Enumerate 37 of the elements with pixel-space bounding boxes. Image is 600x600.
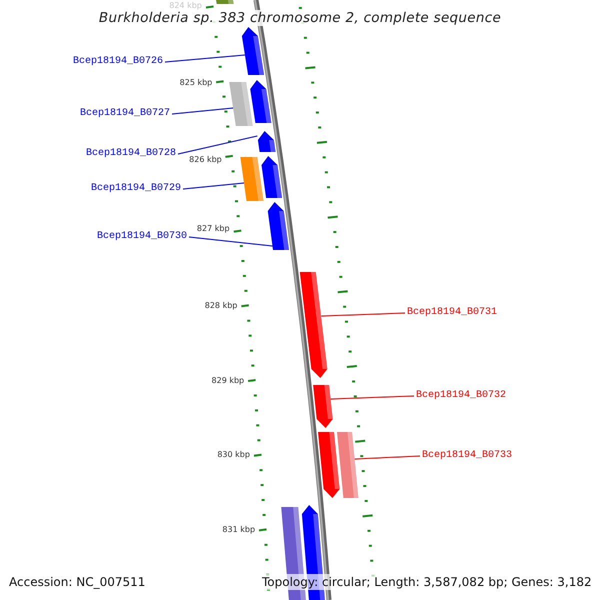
- gene-label: Bcep18194_B0732: [416, 389, 506, 403]
- leader-line: [330, 396, 414, 400]
- map-title: Burkholderia sp. 383 chromosome 2, complete sequence: [96, 10, 504, 26]
- gene-feature: [215, 0, 234, 4]
- gene-feature: [262, 156, 282, 198]
- position-label: 825 kbp: [180, 78, 212, 88]
- gene-feature: [337, 432, 358, 498]
- leader-line: [172, 108, 234, 114]
- leader-line: [178, 136, 258, 154]
- gene-label: Bcep18194_B0729: [90, 182, 181, 196]
- position-label: 830 kbp: [217, 450, 250, 460]
- info-text: Accession: NC_007511: [9, 574, 146, 590]
- gene-feature: [300, 272, 328, 378]
- position-label: 826 kbp: [189, 155, 222, 165]
- gene-feature: [250, 80, 272, 123]
- gene-feature: [229, 82, 253, 126]
- gene-label: Bcep18194_B0727: [80, 107, 170, 121]
- gene-feature: [242, 27, 264, 75]
- gene-label: Bcep18194_B0728: [86, 147, 176, 161]
- gene-label: Bcep18194_B0733: [422, 449, 512, 463]
- leader-line: [354, 456, 420, 460]
- gene-feature: [318, 432, 340, 498]
- gene-feature: [313, 385, 333, 428]
- position-label: 831 kbp: [222, 525, 256, 535]
- gene-label: Bcep18194_B0730: [96, 230, 187, 244]
- position-label: 828 kbp: [204, 301, 238, 311]
- gene-feature: [240, 157, 264, 201]
- leader-line: [164, 54, 246, 62]
- gene-label: Bcep18194_B0726: [72, 55, 163, 69]
- position-label: 829 kbp: [212, 376, 244, 386]
- gene-label: Bcep18194_B0731: [407, 306, 498, 320]
- position-label: 827 kbp: [196, 224, 230, 234]
- gene-feature: [258, 131, 276, 152]
- leader-line: [320, 312, 406, 316]
- leader-line: [182, 182, 244, 190]
- leader-line: [188, 236, 273, 246]
- gene-feature: [268, 202, 289, 250]
